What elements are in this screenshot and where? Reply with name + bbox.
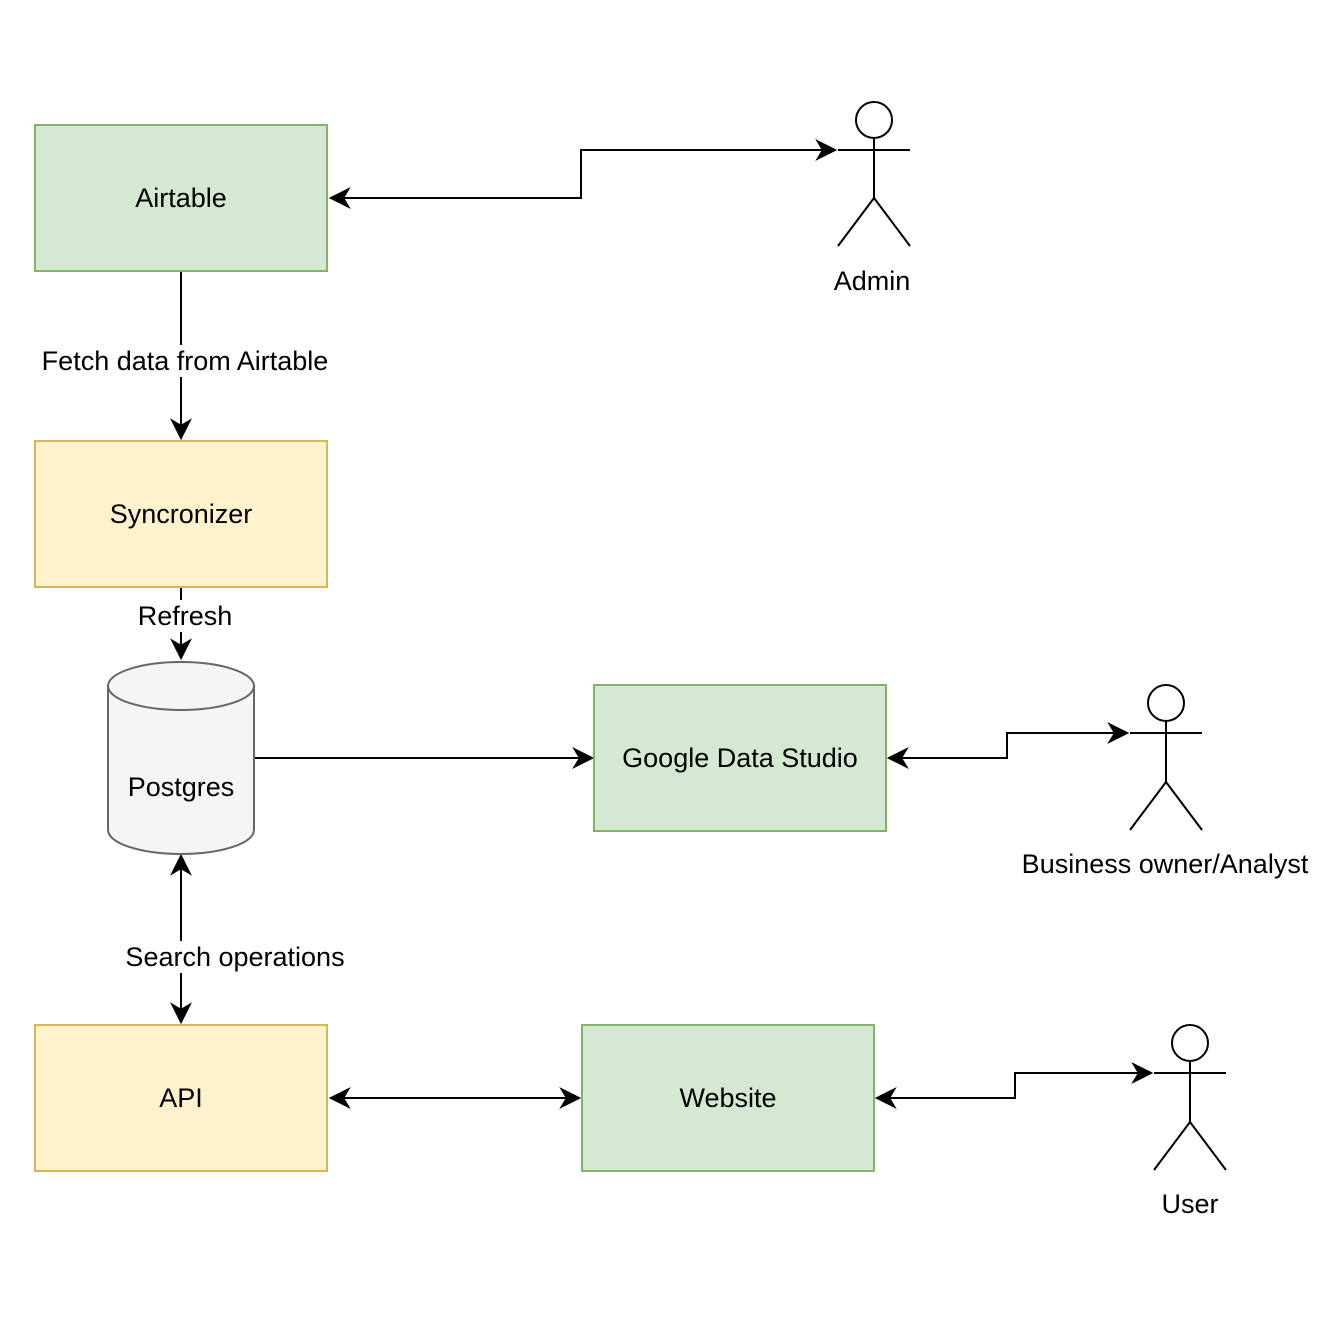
user-actor-icon xyxy=(1153,1024,1227,1171)
admin-actor-icon xyxy=(837,101,911,247)
airtable-label: Airtable xyxy=(135,182,227,213)
syncronizer-node: Syncronizer xyxy=(34,440,328,588)
admin-label: Admin xyxy=(833,266,911,296)
user-label: User xyxy=(1161,1189,1219,1219)
edge-website-user xyxy=(874,1062,1154,1109)
edge-gds-business-owner xyxy=(886,722,1130,769)
edge-label-fetch: Fetch data from Airtable xyxy=(41,345,329,377)
google-data-studio-node: Google Data Studio xyxy=(593,684,887,832)
syncronizer-label: Syncronizer xyxy=(109,498,253,529)
api-node: API xyxy=(34,1024,328,1172)
postgres-label: Postgres xyxy=(127,772,235,802)
business-owner-actor-icon xyxy=(1129,684,1203,831)
edge-label-refresh: Refresh xyxy=(137,600,233,632)
edge-label-search: Search operations xyxy=(125,941,345,973)
google-data-studio-label: Google Data Studio xyxy=(622,742,858,773)
airtable-node: Airtable xyxy=(34,124,328,272)
api-label: API xyxy=(159,1082,203,1113)
website-node: Website xyxy=(581,1024,875,1172)
postgres-database xyxy=(107,661,255,855)
edge-airtable-admin xyxy=(328,139,838,209)
business-owner-label: Business owner/Analyst xyxy=(1021,849,1309,879)
website-label: Website xyxy=(679,1082,777,1113)
